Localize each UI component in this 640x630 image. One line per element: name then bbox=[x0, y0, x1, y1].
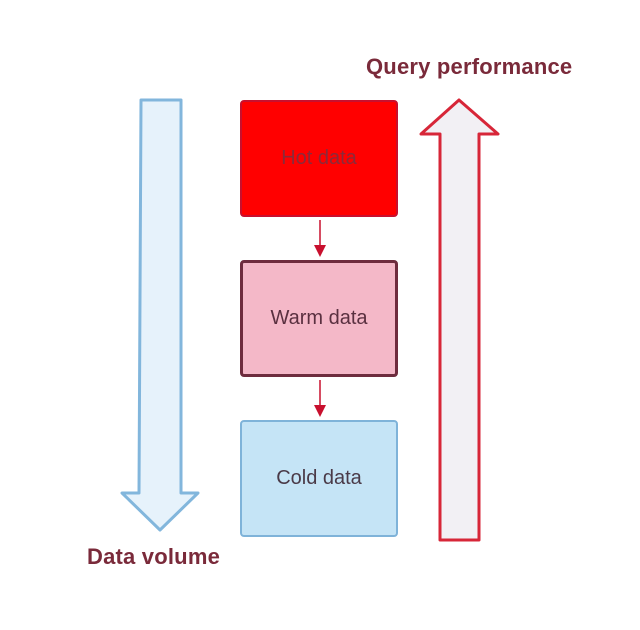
data-volume-label: Data volume bbox=[87, 544, 221, 569]
connector-warm-to-cold bbox=[314, 380, 326, 417]
cold-data-label: Cold data bbox=[276, 467, 362, 489]
hot-data-label: Hot data bbox=[281, 147, 357, 169]
hot-data-box: Hot data bbox=[240, 100, 398, 217]
cold-data-box: Cold data bbox=[240, 420, 398, 537]
warm-data-box: Warm data bbox=[240, 260, 398, 377]
warm-data-label: Warm data bbox=[270, 307, 368, 329]
connector-hot-to-warm bbox=[314, 220, 326, 257]
data-volume-arrow bbox=[120, 98, 200, 532]
query-performance-arrow bbox=[419, 98, 500, 542]
query-performance-label: Query performance bbox=[366, 54, 573, 79]
